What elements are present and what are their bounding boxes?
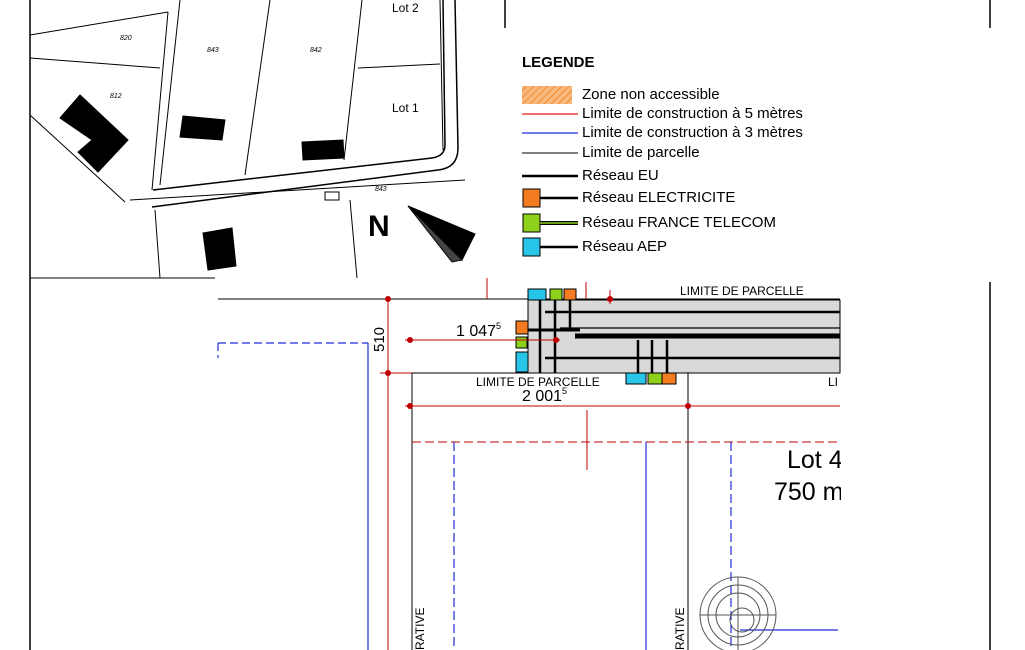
legend-item-limit3: Limite de construction à 3 mètres [520, 123, 850, 143]
cyan-box-icon [522, 237, 578, 257]
north-arrow-label: N [368, 210, 390, 243]
legend-label: Limite de construction à 5 mètres [582, 105, 803, 122]
legend-item-eu: Réseau EU [520, 166, 850, 186]
vertical-label-right: RATIVE [673, 608, 687, 650]
dimension-510: 510 [371, 327, 388, 352]
thick-line-icon [522, 174, 578, 178]
sheet-clip-mask [841, 282, 989, 650]
parcel-limit-label-cut: LI [828, 375, 838, 389]
plan-detail [217, 278, 841, 650]
lot4-label: Lot 4 [787, 446, 843, 474]
location-map [29, 0, 476, 279]
parcel-number-842: 842 [310, 47, 322, 54]
legend-item-zone: Zone non accessible [520, 85, 850, 105]
parcel-number-843: 843 [207, 47, 219, 54]
green-box-icon [522, 213, 578, 233]
legend-item-parcel: Limite de parcelle [520, 143, 850, 163]
legend-label: Réseau EU [582, 167, 659, 184]
legend-label: Limite de construction à 3 mètres [582, 124, 803, 141]
legend-label: Réseau FRANCE TELECOM [582, 214, 776, 231]
dimension-1047: 1 0475 [456, 321, 501, 340]
hatch-swatch-icon [522, 86, 572, 104]
orange-box-icon [522, 188, 578, 208]
parcel-number-820: 820 [120, 35, 132, 42]
parcel-limit-label-top: LIMITE DE PARCELLE [680, 284, 804, 298]
lot4-area: 750 m [774, 478, 843, 506]
map-label-lot1: Lot 1 [392, 101, 419, 115]
page-frame [29, 0, 991, 650]
legend-title: LEGENDE [522, 54, 595, 71]
dimension-2001: 2 0015 [522, 386, 567, 405]
parcel-number-843b: 843 [375, 186, 387, 193]
vertical-label-left: RATIVE [413, 608, 427, 650]
sheet-top-mask [506, 30, 990, 32]
red-line-icon [522, 113, 578, 115]
legend-label: Zone non accessible [582, 86, 720, 103]
legend-item-electricite: Réseau ELECTRICITE [520, 188, 850, 208]
legend-label: Limite de parcelle [582, 144, 700, 161]
parcel-limit-label-bottom: LIMITE DE PARCELLE [476, 375, 600, 389]
legend-label: Réseau AEP [582, 238, 668, 255]
thin-line-icon [522, 152, 578, 154]
parcel-number-812: 812 [110, 93, 122, 100]
legend-item-aep: Réseau AEP [520, 237, 850, 257]
map-label-lot2: Lot 2 [392, 1, 419, 15]
legend-label: Réseau ELECTRICITE [582, 189, 736, 206]
legend-item-telecom: Réseau FRANCE TELECOM [520, 213, 850, 233]
legend-item-limit5: Limite de construction à 5 mètres [520, 104, 850, 124]
blue-line-icon [522, 132, 578, 134]
